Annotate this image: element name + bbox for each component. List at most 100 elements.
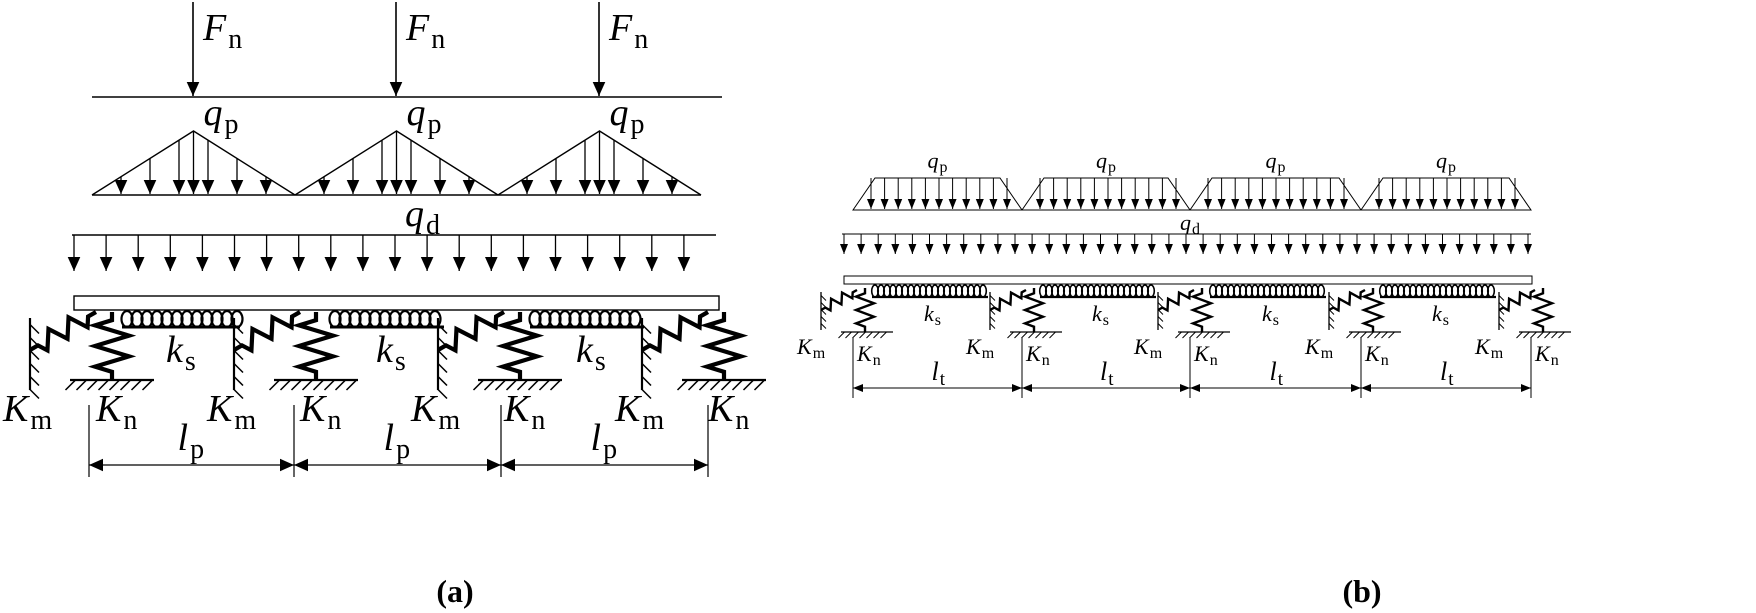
vertical-stiffness-label-a-4: Kn xyxy=(707,388,749,436)
shear-spring-row-b-3 xyxy=(1208,284,1326,299)
ground-support-a-1 xyxy=(64,378,154,391)
rotational-spring-a-3 xyxy=(436,310,506,354)
shear-spring-row-2 xyxy=(328,309,444,329)
rotational-spring-b-4 xyxy=(1328,288,1366,313)
uniform-load-label: qd xyxy=(405,193,440,241)
rotational-stiffness-label-a-4: Km xyxy=(614,388,664,436)
trapezoidal-load-label-4: qp xyxy=(1436,148,1456,176)
concentrated-load-label-3: Fn xyxy=(608,7,648,55)
rotational-spring-a-4 xyxy=(640,310,710,354)
trapezoidal-load-label-3: qp xyxy=(1266,148,1286,176)
node-spring-group-b-1 xyxy=(820,288,893,339)
trapezoidal-load-label-2: qp xyxy=(1096,148,1116,176)
wall-support-b-2 xyxy=(989,292,996,330)
trapezoidal-load-3 xyxy=(1189,177,1362,211)
rotational-stiffness-label-b-3: Km xyxy=(1133,334,1163,362)
shear-spring-row-1 xyxy=(120,309,244,329)
ground-support-b-3 xyxy=(1175,331,1230,339)
node-spring-group-b-4 xyxy=(1328,288,1401,339)
vertical-stiffness-label-a-2: Kn xyxy=(299,388,341,436)
rotational-stiffness-label-b-1: Km xyxy=(796,334,826,362)
vertical-stiffness-label-b-2: Kn xyxy=(1025,341,1050,369)
triangular-load-2 xyxy=(294,130,499,196)
vertical-spring-b-3 xyxy=(1189,288,1215,332)
wall-support-a-4 xyxy=(640,318,652,400)
shear-spring-row-b-4 xyxy=(1378,284,1496,299)
uniform-load-qd-b xyxy=(840,233,1532,254)
vertical-spring-b-1 xyxy=(852,288,878,332)
rotational-stiffness-label-a-2: Km xyxy=(206,388,256,436)
concentrated-load-label-1: Fn xyxy=(202,7,242,55)
rotational-stiffness-label-b-5: Km xyxy=(1474,334,1504,362)
rotational-spring-b-2 xyxy=(989,288,1027,313)
vertical-stiffness-label-b-5: Kn xyxy=(1534,341,1559,369)
beam-b xyxy=(843,275,1533,285)
vertical-stiffness-label-b-3: Kn xyxy=(1193,341,1218,369)
shear-spring-label-b-3: ks xyxy=(1262,301,1279,329)
ground-support-a-4 xyxy=(676,378,766,391)
wall-support-a-1 xyxy=(28,318,40,400)
triangular-load-label-3: qp xyxy=(610,92,645,140)
panel-a-caption: (a) xyxy=(436,573,473,609)
ground-support-a-2 xyxy=(268,378,358,391)
shear-spring-row-b-2 xyxy=(1038,284,1156,299)
trapezoidal-load-2 xyxy=(1021,177,1191,211)
rotational-spring-b-5 xyxy=(1498,288,1536,313)
node-spring-group-3 xyxy=(436,310,562,400)
ground-support-b-1 xyxy=(838,331,893,339)
span-length-label-b-3: lt xyxy=(1270,357,1284,390)
ground-support-b-2 xyxy=(1007,331,1062,339)
ground-support-b-4 xyxy=(1346,331,1401,339)
panel-b-caption: (b) xyxy=(1342,573,1381,609)
span-length-label-a-1: lp xyxy=(178,417,205,465)
vertical-stiffness-label-a-1: Kn xyxy=(95,388,137,436)
triangular-load-1 xyxy=(91,130,296,196)
beam-a xyxy=(73,295,720,311)
shear-spring-row-3 xyxy=(528,309,644,329)
triangular-load-label-1: qp xyxy=(204,92,239,140)
node-spring-group-4 xyxy=(640,310,766,400)
ground-support-a-3 xyxy=(472,378,562,391)
node-spring-group-b-5 xyxy=(1498,288,1571,339)
vertical-spring-a-1 xyxy=(87,312,137,380)
span-length-label-a-2: lp xyxy=(384,417,411,465)
triangular-load-3 xyxy=(497,130,702,196)
shear-spring-label-1: ks xyxy=(166,329,196,377)
wall-support-b-1 xyxy=(820,292,827,330)
vertical-spring-a-3 xyxy=(495,312,545,380)
node-spring-group-2 xyxy=(232,310,358,400)
span-length-label-a-3: lp xyxy=(591,417,618,465)
rotational-stiffness-label-b-4: Km xyxy=(1304,334,1334,362)
shear-spring-row-b-1 xyxy=(870,284,988,299)
shear-spring-label-b-2: ks xyxy=(1092,301,1109,329)
shear-spring-label-b-4: ks xyxy=(1432,301,1449,329)
span-length-label-b-4: lt xyxy=(1440,357,1454,390)
trapezoidal-load-4 xyxy=(1360,177,1532,211)
vertical-stiffness-label-b-4: Kn xyxy=(1364,341,1389,369)
shear-spring-label-3: ks xyxy=(576,329,606,377)
uniform-load-label-b: qd xyxy=(1180,210,1200,238)
concentrated-load-label-2: Fn xyxy=(405,7,445,55)
ground-support-b-5 xyxy=(1516,331,1571,339)
wall-support-a-2 xyxy=(232,318,244,400)
vertical-stiffness-label-b-1: Kn xyxy=(856,341,881,369)
wall-support-a-3 xyxy=(436,318,448,400)
rotational-spring-b-1 xyxy=(820,288,858,313)
rotational-stiffness-label-b-2: Km xyxy=(965,334,995,362)
uniform-load-qd xyxy=(67,234,716,271)
triangular-load-label-2: qp xyxy=(407,92,442,140)
trapezoidal-load-1 xyxy=(852,177,1023,211)
rotational-spring-a-2 xyxy=(232,310,302,354)
trapezoidal-load-label-1: qp xyxy=(928,148,948,176)
vertical-spring-b-5 xyxy=(1530,288,1556,332)
vertical-spring-b-4 xyxy=(1360,288,1386,332)
wall-support-b-4 xyxy=(1328,292,1335,330)
wall-support-b-5 xyxy=(1498,292,1505,330)
shear-spring-label-b-1: ks xyxy=(924,301,941,329)
node-spring-group-b-2 xyxy=(989,288,1062,339)
rotational-spring-a-1 xyxy=(28,310,98,354)
vertical-spring-b-2 xyxy=(1021,288,1047,332)
